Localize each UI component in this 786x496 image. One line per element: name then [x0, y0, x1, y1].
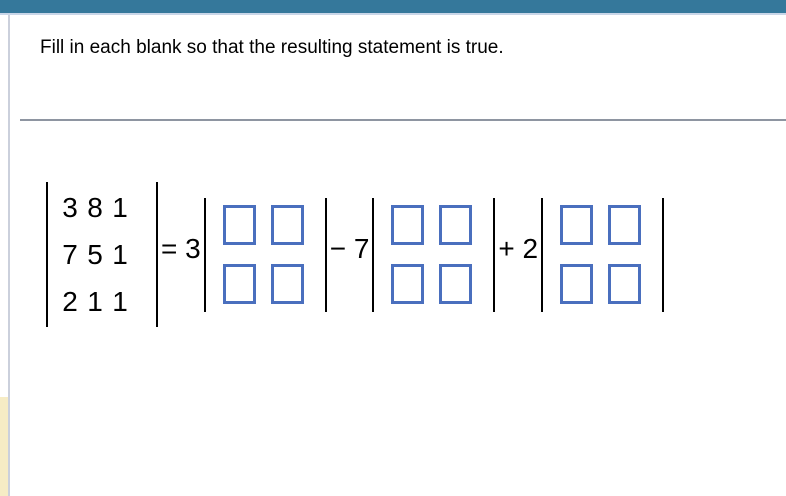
determinant-bar: [324, 197, 327, 312]
determinant-bar: [372, 197, 375, 312]
matrix-cell: 1: [87, 285, 103, 317]
sidebar-strip: [0, 397, 8, 496]
minor-determinant-2: [372, 197, 496, 312]
matrix-cell: 1: [112, 238, 128, 270]
matrix-determinant: 3 8 1 7 5 1 2 1 1: [46, 182, 158, 327]
matrix-cell: 5: [87, 238, 103, 270]
determinant-bar: [203, 197, 206, 312]
minor-determinant-3: [541, 197, 665, 312]
matrix-cell: 1: [112, 285, 128, 317]
minor2-blank-r2c1[interactable]: [391, 264, 425, 304]
determinant-equation: 3 8 1 7 5 1 2 1 1 = 3 − 7: [46, 182, 665, 327]
minor1-grid: [206, 205, 325, 304]
determinant-bar: [493, 197, 496, 312]
coefficient-1: = 3: [161, 232, 201, 264]
coefficient-2: − 7: [329, 232, 370, 264]
matrix-cell: 2: [62, 285, 78, 317]
minor2-blank-r2c2[interactable]: [439, 264, 473, 304]
coefficient-3: + 2: [498, 232, 539, 264]
minor3-blank-r2c2[interactable]: [608, 264, 642, 304]
determinant-bar: [541, 197, 544, 312]
divider-line: [20, 119, 786, 121]
matrix-cell: 1: [112, 191, 128, 223]
left-rule: [8, 15, 10, 496]
minor3-grid: [543, 205, 662, 304]
minor3-blank-r1c1[interactable]: [560, 205, 594, 245]
matrix-cell: 7: [62, 238, 78, 270]
minor3-blank-r1c2[interactable]: [608, 205, 642, 245]
instruction-text: Fill in each blank so that the resulting…: [40, 37, 504, 58]
determinant-bar: [156, 182, 158, 327]
minor3-blank-r2c1[interactable]: [560, 264, 594, 304]
determinant-bar: [662, 197, 665, 312]
minor2-grid: [374, 205, 493, 304]
determinant-bar: [46, 182, 48, 327]
minor1-blank-r2c2[interactable]: [270, 264, 304, 304]
matrix-grid: 3 8 1 7 5 1 2 1 1: [48, 191, 156, 317]
minor2-blank-r1c2[interactable]: [439, 205, 473, 245]
header-underline: [0, 13, 786, 15]
matrix-cell: 3: [62, 191, 78, 223]
minor1-blank-r1c1[interactable]: [222, 205, 256, 245]
minor2-blank-r1c1[interactable]: [391, 205, 425, 245]
minor-determinant-1: [203, 197, 327, 312]
minor1-blank-r1c2[interactable]: [270, 205, 304, 245]
matrix-cell: 8: [87, 191, 103, 223]
header-bar: [0, 0, 786, 13]
minor1-blank-r2c1[interactable]: [222, 264, 256, 304]
